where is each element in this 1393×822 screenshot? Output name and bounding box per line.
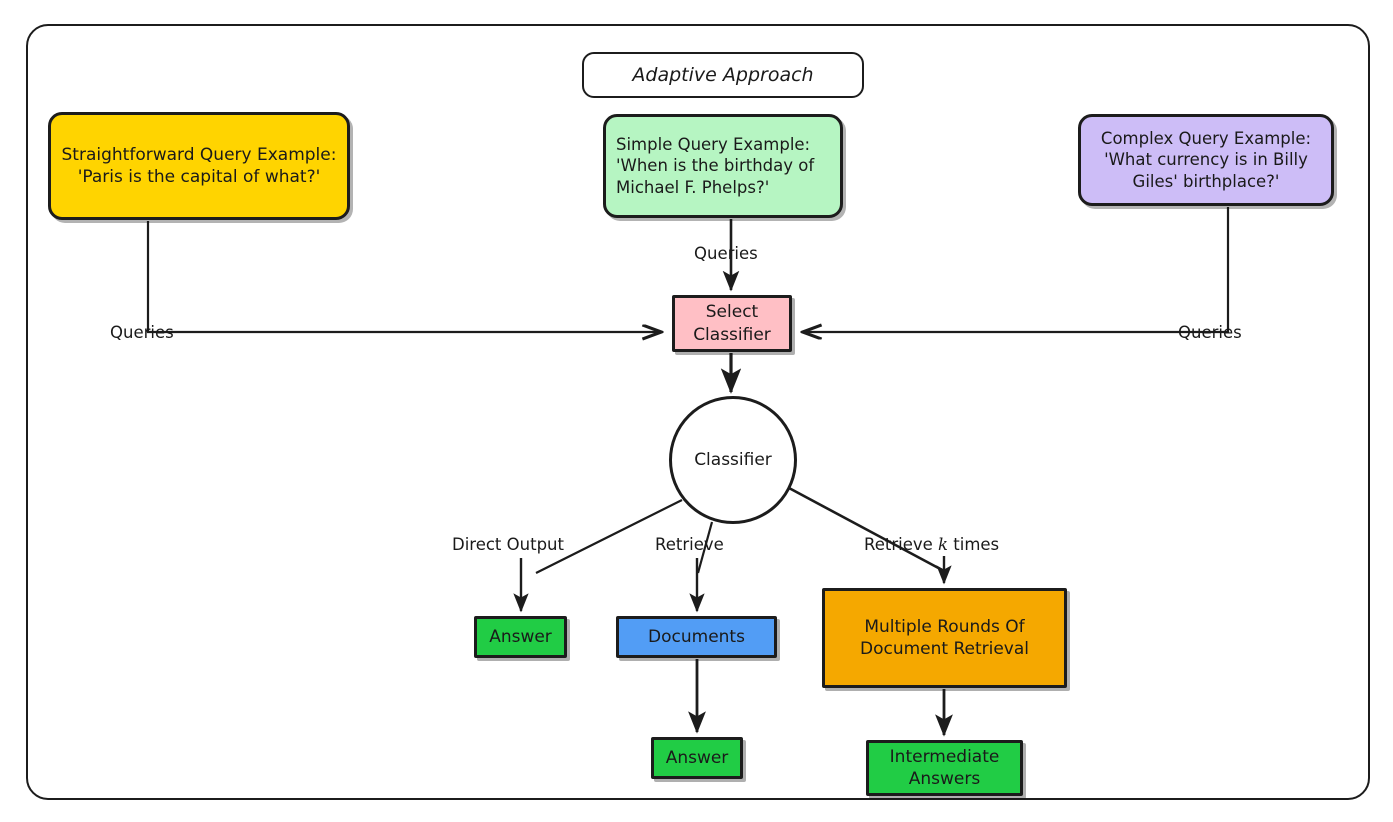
node-multiple-rounds[interactable]: Multiple Rounds Of Document Retrieval: [822, 588, 1067, 688]
edge-label-retrieve-k-variable: k: [938, 535, 949, 554]
edge-label-queries-top: Queries: [694, 244, 758, 263]
node-answer-from-documents[interactable]: Answer: [651, 737, 743, 779]
diagram-title: Adaptive Approach: [582, 52, 864, 98]
edge-label-queries-right: Queries: [1178, 323, 1242, 342]
edge-label-retrieve-k-suffix: times: [948, 535, 1000, 554]
edge-label-retrieve-k-times: Retrieve k times: [864, 535, 999, 554]
node-documents[interactable]: Documents: [616, 616, 777, 658]
diagram-outer-frame: [26, 24, 1370, 800]
node-intermediate-answers[interactable]: Intermediate Answers: [866, 740, 1023, 796]
node-straightforward-query[interactable]: Straightforward Query Example: 'Paris is…: [48, 112, 350, 220]
edge-label-retrieve: Retrieve: [655, 535, 724, 554]
node-classifier[interactable]: Classifier: [669, 396, 797, 524]
edge-label-retrieve-k-prefix: Retrieve: [864, 535, 939, 554]
node-answer-direct[interactable]: Answer: [474, 616, 567, 658]
node-simple-query[interactable]: Simple Query Example: 'When is the birth…: [603, 114, 843, 218]
edge-label-queries-left: Queries: [110, 323, 174, 342]
edge-label-direct-output: Direct Output: [452, 535, 564, 554]
node-select-classifier[interactable]: Select Classifier: [672, 295, 792, 352]
node-complex-query[interactable]: Complex Query Example: 'What currency is…: [1078, 114, 1334, 206]
